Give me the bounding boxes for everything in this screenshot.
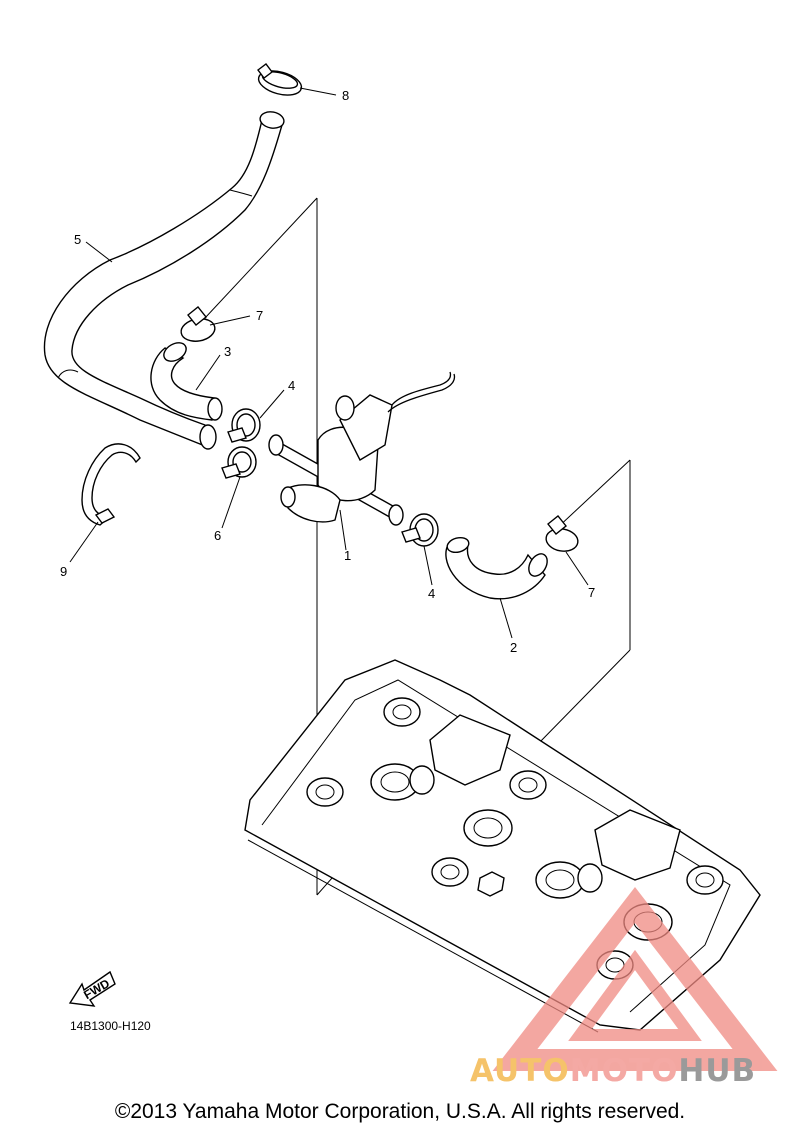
copyright-notice: ©2013 Yamaha Motor Corporation, U.S.A. A…	[114, 1100, 686, 1123]
diagram-code: 14B1300-H120	[70, 1019, 151, 1033]
callout-9: 9	[60, 564, 67, 579]
part-4-clamp-right	[401, 513, 439, 547]
callout-3: 3	[224, 344, 231, 359]
callout-5: 5	[74, 232, 81, 247]
watermark-logo-icon	[492, 887, 778, 1071]
callout-2: 2	[510, 640, 517, 655]
part-7-clamp-lower	[545, 515, 579, 552]
watermark-word-hub: HUB	[678, 1053, 757, 1089]
fwd-arrow: FWD	[68, 970, 116, 1007]
callout-7-upper: 7	[256, 308, 263, 323]
callout-8: 8	[342, 88, 349, 103]
part-8-clamp	[257, 63, 303, 96]
part-4-clamp-left	[227, 408, 261, 443]
watermark-word-auto: AUTO	[470, 1053, 570, 1089]
callout-6: 6	[214, 528, 221, 543]
part-3-hose	[150, 342, 223, 421]
part-5-hose	[43, 111, 285, 450]
part-6-clamp	[221, 446, 257, 479]
callout-1: 1	[344, 548, 351, 563]
callout-4-right: 4	[428, 586, 435, 601]
callout-labels: 1 2 3 4 4 5 6 7 7 8 9	[60, 88, 595, 655]
watermark-word-moto: MOTO	[569, 1053, 679, 1089]
callout-leaders	[69, 87, 589, 639]
callout-7-lower: 7	[588, 585, 595, 600]
part-1-valve	[268, 371, 456, 526]
callout-4-left: 4	[288, 378, 295, 393]
part-7-clamp-upper	[180, 306, 216, 342]
part-2-hose	[445, 536, 548, 600]
part-9-band	[81, 443, 141, 526]
watermark-wordmark: AUTOMOTOHUB	[470, 1053, 796, 1089]
